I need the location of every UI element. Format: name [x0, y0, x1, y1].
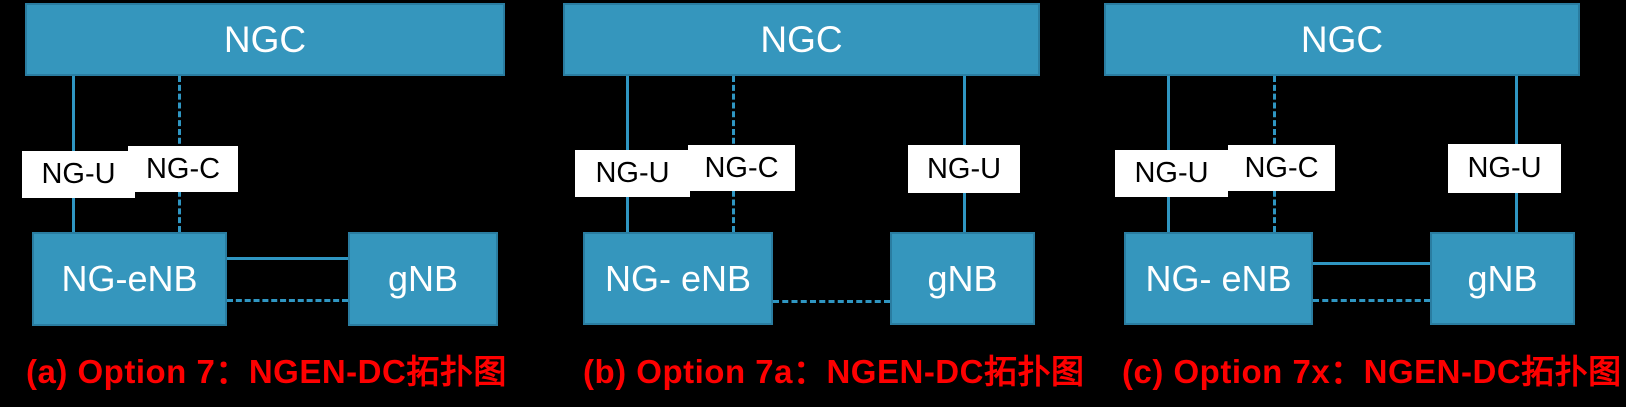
ng-u-label: NG-U	[41, 158, 116, 190]
gnb-label: gNB	[927, 257, 998, 299]
ng-u-right-label: NG-U	[1467, 152, 1542, 184]
ng-c-interface-label-box: NG-C	[1228, 145, 1335, 191]
ng-u-label: NG-U	[595, 157, 670, 189]
ngc-box: NGC	[25, 3, 505, 76]
ngc-label: NGC	[1300, 18, 1384, 60]
ng-u-right-interface-label-box: NG-U	[908, 145, 1020, 193]
enb-gnb-upper-link	[1313, 262, 1430, 265]
gnb-label: gNB	[1467, 257, 1538, 299]
ng-enb-label: NG-eNB	[61, 258, 198, 299]
ng-enb-box: NG- eNB	[583, 232, 773, 325]
ng-c-interface-label-box: NG-C	[128, 146, 238, 192]
ng-c-label: NG-C	[704, 151, 779, 184]
diagram-option-7: NGC NG-U NG-C NG-eNB gNB (a) Option 7：NG…	[0, 0, 540, 407]
ngc-label: NGC	[223, 18, 307, 60]
gnb-box: gNB	[348, 232, 498, 326]
ng-enb-label: NG- eNB	[1145, 257, 1292, 299]
gnb-label: gNB	[387, 258, 459, 299]
ng-enb-box: NG-eNB	[32, 232, 227, 326]
ng-c-label: NG-C	[145, 152, 221, 185]
ng-u-right-interface-label-box: NG-U	[1448, 144, 1561, 193]
ngc-label: NGC	[760, 18, 843, 60]
diagram-option-7a: NGC NG-U NG-C NG-U NG- eNB gNB (b) Optio…	[545, 0, 1085, 407]
ng-u-interface-label-box: NG-U	[575, 150, 690, 197]
ngc-box: NGC	[1104, 3, 1580, 76]
enb-gnb-lower-link	[227, 299, 348, 302]
caption-option-7: (a) Option 7：NGEN-DC拓扑图	[26, 353, 507, 390]
ng-enb-box: NG- eNB	[1124, 232, 1313, 325]
ngc-box: NGC	[563, 3, 1040, 76]
caption-option-7a: (b) Option 7a：NGEN-DC拓扑图	[583, 353, 1085, 390]
ng-c-label: NG-C	[1244, 151, 1319, 184]
gnb-box: gNB	[890, 232, 1035, 325]
ng-u-interface-label-box: NG-U	[1115, 150, 1228, 197]
ng-enb-label: NG- eNB	[604, 257, 752, 299]
enb-gnb-lower-link	[773, 300, 890, 303]
enb-gnb-lower-link	[1313, 299, 1430, 302]
caption-option-7x: (c) Option 7x：NGEN-DC拓扑图	[1122, 353, 1622, 390]
ng-c-interface-label-box: NG-C	[688, 145, 795, 191]
diagram-option-7x: NGC NG-U NG-C NG-U NG- eNB gNB (c) Optio…	[1086, 0, 1626, 407]
gnb-box: gNB	[1430, 232, 1575, 325]
ng-u-interface-label-box: NG-U	[22, 151, 135, 198]
enb-gnb-upper-link	[227, 257, 348, 260]
ng-u-right-label: NG-U	[926, 152, 1002, 185]
ng-u-label: NG-U	[1134, 157, 1209, 189]
